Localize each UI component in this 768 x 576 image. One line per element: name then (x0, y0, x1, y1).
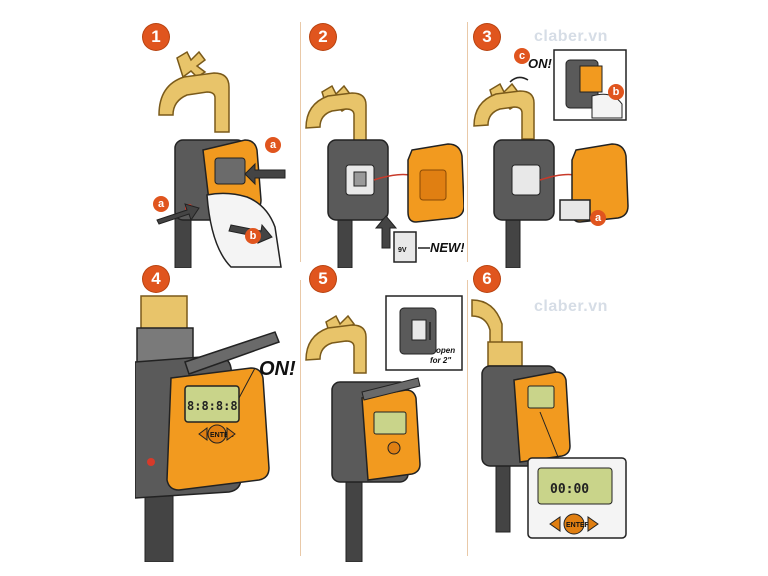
step-6-lcd-text: 00:00 (550, 482, 589, 497)
step-1-letter-b: b (245, 228, 261, 244)
step-5-open-label: open (436, 346, 456, 355)
divider-3 (300, 280, 301, 556)
step-5-number: 5 (310, 266, 336, 292)
divider-1 (300, 22, 301, 262)
step-6-illustration: 00:00 ENTER (471, 299, 627, 539)
step-2-number: 2 (310, 24, 336, 50)
step-4-lcd-text: 8:8:8:8 (187, 399, 238, 413)
svg-text:9V: 9V (398, 247, 407, 254)
step-3-watermark: claber.vn (534, 28, 608, 45)
step-2-illustration: 9V (305, 84, 464, 268)
step-3-letter-b: b (608, 84, 624, 100)
step-4-enter-label: ENTER (210, 432, 234, 439)
step-4-on-label: ON! (259, 358, 296, 380)
step-3-letter-c: c (514, 48, 530, 64)
step-6-watermark: claber.vn (534, 298, 608, 315)
step-3-on-label: ON! (528, 56, 552, 71)
step-1-illustration (156, 50, 286, 268)
step-4-illustration: 8:8:8:8 ENTER (135, 295, 280, 562)
step-5-illustration (305, 295, 463, 562)
step-1-number: 1 (143, 24, 169, 50)
step-6-number: 6 (474, 266, 500, 292)
step-6-panel: 00:00 ENTER 6 claber.vn (470, 262, 632, 562)
divider-2 (467, 22, 468, 262)
step-3-panel: 3 c ON! b a claber.vn (470, 20, 630, 268)
step-5-open-for-label: for 2" (430, 356, 452, 365)
step-2-new-label: NEW! (430, 240, 464, 255)
step-1-panel: 1 a a b (135, 20, 295, 268)
step-3-number: 3 (474, 24, 500, 50)
step-5-panel: 5 open for 2" (302, 262, 464, 562)
divider-4 (467, 280, 468, 556)
step-1-letter-a-right: a (265, 137, 281, 153)
step-4-number: 4 (143, 266, 169, 292)
step-1-letter-a-left: a (153, 196, 169, 212)
step-2-panel: 9V 2 NEW! (302, 20, 464, 268)
step-4-panel: 8:8:8:8 ENTER 4 ON! (135, 262, 297, 562)
step-3-letter-a: a (590, 210, 606, 226)
step-6-enter-label: ENTER (566, 522, 590, 529)
